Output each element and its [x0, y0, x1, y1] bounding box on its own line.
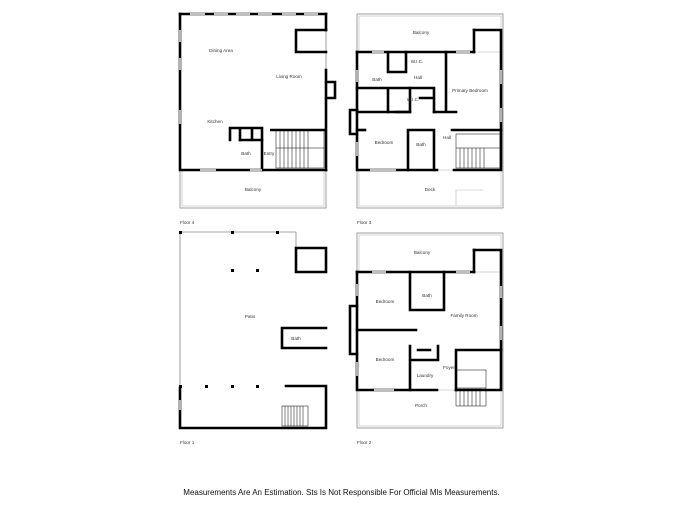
room-dining-area: Dining Area: [209, 48, 233, 53]
room-laundry: Laundry: [417, 373, 434, 378]
room-deck: Deck: [425, 187, 436, 192]
room-primary-bedroom: Primary Bedroom: [452, 88, 488, 93]
room-bedroom-2: Bedroom: [376, 357, 395, 362]
floor-1-plan: Patio Bath Floor 1: [178, 231, 328, 445]
room-bath-2: Bath: [416, 142, 426, 147]
room-balcony: Balcony: [413, 30, 430, 35]
floor-4-plan: Dining Area Living Room Kitchen Bath Ent…: [178, 12, 337, 225]
floor-2-label: Floor 2: [357, 440, 372, 445]
room-balcony: Balcony: [414, 250, 431, 255]
room-foyer: Foyer: [443, 365, 455, 370]
room-bath: Bath: [422, 293, 432, 298]
room-living-room: Living Room: [276, 74, 302, 79]
floor-1-label: Floor 1: [180, 440, 195, 445]
room-wic-2: W.I.C.: [407, 97, 420, 102]
floor-4-label: Floor 4: [180, 220, 195, 225]
room-hall: Hall: [414, 75, 422, 80]
room-porch: Porch: [415, 403, 427, 408]
room-wic: W.I.C.: [411, 59, 424, 64]
floor-3-plan: Balcony W.I.C. Bath Hall Primary Bedroom…: [348, 13, 504, 225]
room-balcony: Balcony: [245, 187, 262, 192]
room-patio: Patio: [245, 314, 256, 319]
room-bedroom: Bedroom: [376, 299, 395, 304]
room-bedroom: Bedroom: [375, 140, 394, 145]
room-bath: Bath: [372, 77, 382, 82]
room-bath: Bath: [291, 336, 301, 341]
room-kitchen: Kitchen: [207, 119, 223, 124]
floor-3-label: Floor 3: [357, 220, 372, 225]
room-bath: Bath: [241, 151, 251, 156]
room-entry: Entry: [264, 151, 275, 156]
disclaimer-text: Measurements Are An Estimation. Sts Is N…: [183, 488, 500, 497]
floor-2-plan: Balcony Bath Bedroom Family Room Bedroom…: [348, 232, 504, 445]
room-hall-2: Hall: [443, 135, 451, 140]
room-family-room: Family Room: [450, 313, 477, 318]
